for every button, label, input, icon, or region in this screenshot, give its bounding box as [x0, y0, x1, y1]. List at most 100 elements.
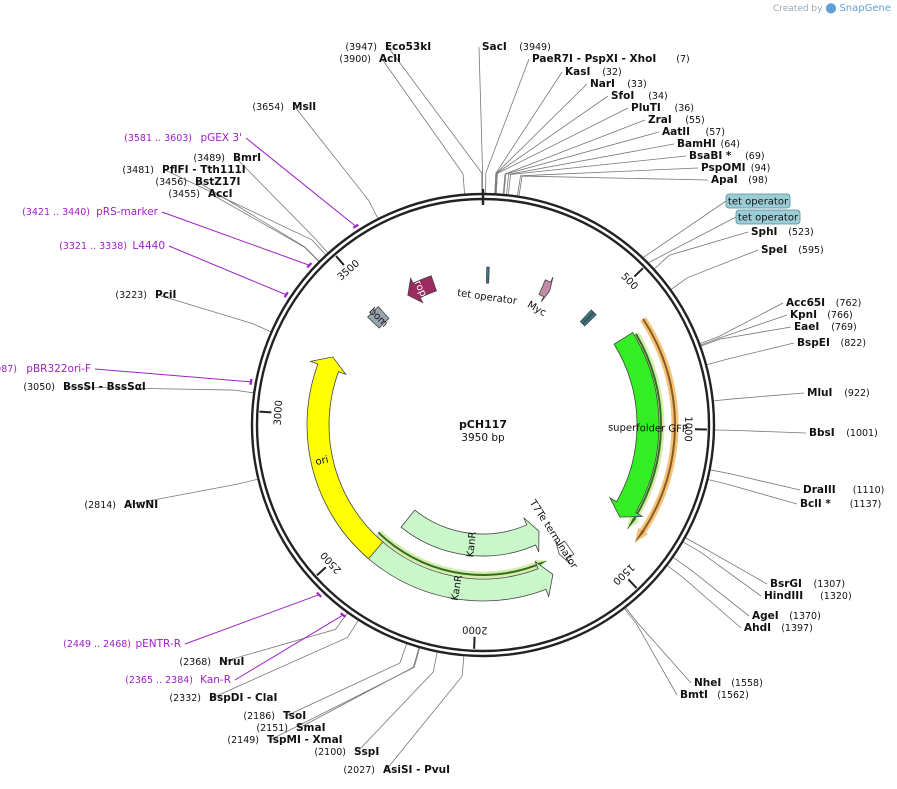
enzyme-leader-line [706, 342, 795, 366]
enzyme-site-saci[interactable]: SacI(3949) [482, 41, 551, 53]
enzyme-name: SpeI [761, 244, 787, 256]
enzyme-position: (1397) [781, 623, 813, 634]
enzyme-position: (2368) [179, 657, 211, 668]
primer-l4440[interactable]: L4440(3321 .. 3338) [59, 240, 165, 252]
primer-leader-line [168, 245, 287, 296]
primer-name: pGEX 3' [200, 132, 242, 144]
enzyme-site-bamhi[interactable]: BamHI(64) [677, 138, 740, 150]
feature-superfolder-gfp[interactable] [608, 332, 660, 518]
enzyme-site-paer7i-pspxi-xhoi[interactable]: PaeR7I - PspXI - XhoI (7) [532, 53, 690, 65]
enzyme-site-bsabi[interactable]: BsaBI *(69) [689, 150, 765, 162]
primer-prs-marker[interactable]: pRS-marker(3421 .. 3440) [22, 206, 159, 218]
feature-ori[interactable] [306, 356, 384, 560]
enzyme-site-tspmi-xmai[interactable]: TspMI - XmaI(2149) [227, 734, 342, 746]
primer-pgex-3[interactable]: pGEX 3' (3581 .. 3603) [124, 132, 242, 144]
enzyme-name: BspDI - ClaI [209, 692, 277, 704]
enzyme-site-pluti[interactable]: PluTI(36) [631, 102, 694, 114]
enzyme-leader-line [713, 392, 805, 402]
feature-myc[interactable] [538, 276, 554, 302]
enzyme-site-zrai[interactable]: ZraI(55) [648, 114, 705, 126]
feature-bom[interactable] [366, 306, 390, 329]
enzyme-site-acli[interactable]: AclI(3900) [339, 53, 400, 65]
enzyme-name: AlwNI [124, 499, 158, 511]
enzyme-site-ahdi[interactable]: AhdI(1397) [744, 622, 813, 634]
enzyme-site-mlui[interactable]: MluI(922) [807, 387, 870, 399]
enzyme-name: TspMI - XmaI [267, 734, 343, 746]
tick-mark [335, 255, 345, 266]
enzyme-name: BamHI [677, 138, 716, 150]
enzyme-site-bbsi[interactable]: BbsI(1001) [809, 427, 878, 439]
enzyme-site-bmri[interactable]: BmrI(3489) [193, 152, 261, 164]
enzyme-site-tsoi[interactable]: TsoI(2186) [243, 710, 306, 722]
enzyme-site-nrui[interactable]: NruI(2368) [179, 656, 244, 668]
enzyme-site-pcii[interactable]: PciI(3223) [115, 289, 176, 301]
enzyme-site-asisi-pvui[interactable]: AsiSI - PvuI(2027) [343, 764, 450, 776]
enzyme-site-kpni[interactable]: KpnI(766) [790, 309, 853, 321]
enzyme-site-alwni[interactable]: AlwNI(2814) [84, 499, 158, 511]
primer-leader-line [161, 211, 310, 266]
enzyme-position: (595) [798, 245, 824, 256]
feature-operator-site[interactable] [579, 309, 595, 325]
enzyme-site-nhei[interactable]: NheI(1558) [694, 677, 763, 689]
primer-pbr322ori-f[interactable]: pBR322ori-F(3068 .. 3087) [0, 363, 91, 375]
primer-pentr-r[interactable]: pENTR-R(2449 .. 2468) [63, 638, 181, 650]
enzyme-site-aatii[interactable]: AatII(57) [662, 126, 725, 138]
enzyme-site-bsrgi[interactable]: BsrGI(1307) [770, 578, 845, 590]
enzyme-site-smai[interactable]: SmaI(2151) [256, 722, 325, 734]
tick-label: 3500 [336, 258, 362, 283]
primer-range: (3581 .. 3603) [124, 133, 192, 144]
enzyme-site-sspi[interactable]: SspI(2100) [314, 746, 379, 758]
enzyme-site-pspomi[interactable]: PspOMI(94) [701, 162, 770, 174]
primer-name: L4440 [132, 240, 165, 252]
primer-kan-r[interactable]: Kan-R(2365 .. 2384) [125, 674, 231, 686]
enzyme-leader-line [294, 106, 379, 219]
enzyme-site-kasi[interactable]: KasI(32) [565, 66, 622, 78]
enzyme-site-agei[interactable]: AgeI(1370) [752, 610, 821, 622]
enzyme-position: (1137) [850, 499, 882, 510]
enzyme-site-sphi[interactable]: SphI(523) [751, 226, 814, 238]
enzyme-leader-line [298, 647, 420, 729]
feature-label-kanr: KanR [450, 574, 465, 601]
primer-name: pRS-marker [96, 206, 159, 218]
enzyme-name: BclI * [800, 498, 831, 510]
feature-t7te-terminator[interactable] [555, 540, 575, 564]
enzyme-leader-line [126, 478, 258, 506]
operator-box[interactable]: tet operator [725, 193, 791, 209]
enzyme-site-eaei[interactable]: EaeI(769) [794, 321, 857, 333]
feature-rop[interactable] [407, 275, 437, 304]
enzyme-site-bmti[interactable]: BmtI(1562) [680, 689, 749, 701]
enzyme-site-bspdi-clai[interactable]: BspDI - ClaI(2332) [169, 692, 277, 704]
enzyme-site-nari[interactable]: NarI(33) [590, 78, 647, 90]
operator-box[interactable]: tet operator [735, 209, 801, 225]
enzyme-name: BsrGI [770, 578, 802, 590]
feature-tet-operator[interactable] [485, 266, 490, 284]
enzyme-site-apai[interactable]: ApaI(98) [711, 174, 768, 186]
enzyme-leader-line [387, 46, 483, 194]
enzyme-site-acci[interactable]: AccI(3455) [168, 188, 232, 200]
enzyme-site-bsssi-bsss-i[interactable]: BssSI - BssSαI(3050) [23, 381, 145, 393]
feature-label-myc: Myc [525, 299, 548, 319]
enzyme-site-sfoi[interactable]: SfoI(34) [611, 90, 668, 102]
enzyme-site-acc65i[interactable]: Acc65I(762) [786, 297, 861, 309]
feature-kanr[interactable] [400, 509, 540, 557]
enzyme-name: SspI [354, 746, 379, 758]
enzyme-name: PspOMI [701, 162, 746, 174]
enzyme-site-bstz17i[interactable]: BstZ17I(3456) [155, 176, 240, 188]
enzyme-site-spei[interactable]: SpeI (595) [761, 244, 824, 256]
enzyme-position: (69) [745, 151, 765, 162]
enzyme-site-bcli[interactable]: BclI * (1137) [800, 498, 881, 510]
enzyme-position: (3455) [168, 189, 200, 200]
enzyme-site-msli[interactable]: MslI(3654) [252, 101, 316, 113]
enzyme-site-hindiii[interactable]: HindIII(1320) [764, 590, 852, 602]
enzyme-name: PaeR7I - PspXI - XhoI [532, 53, 656, 65]
enzyme-site-eco53ki[interactable]: Eco53kI(3947) [345, 41, 431, 53]
enzyme-position: (36) [675, 103, 695, 114]
feature-operator-site[interactable] [582, 312, 597, 327]
enzyme-leader-line [285, 643, 407, 717]
enzyme-site-pflfi-tth111i[interactable]: PflFI - Tth111I(3481) [122, 164, 245, 176]
enzyme-leader-line [710, 469, 801, 491]
enzyme-site-draiii[interactable]: DraIII(1110) [803, 484, 884, 496]
enzyme-position: (7) [676, 54, 689, 65]
primer-mark [340, 612, 347, 618]
enzyme-site-bspei[interactable]: BspEI(822) [797, 337, 866, 349]
